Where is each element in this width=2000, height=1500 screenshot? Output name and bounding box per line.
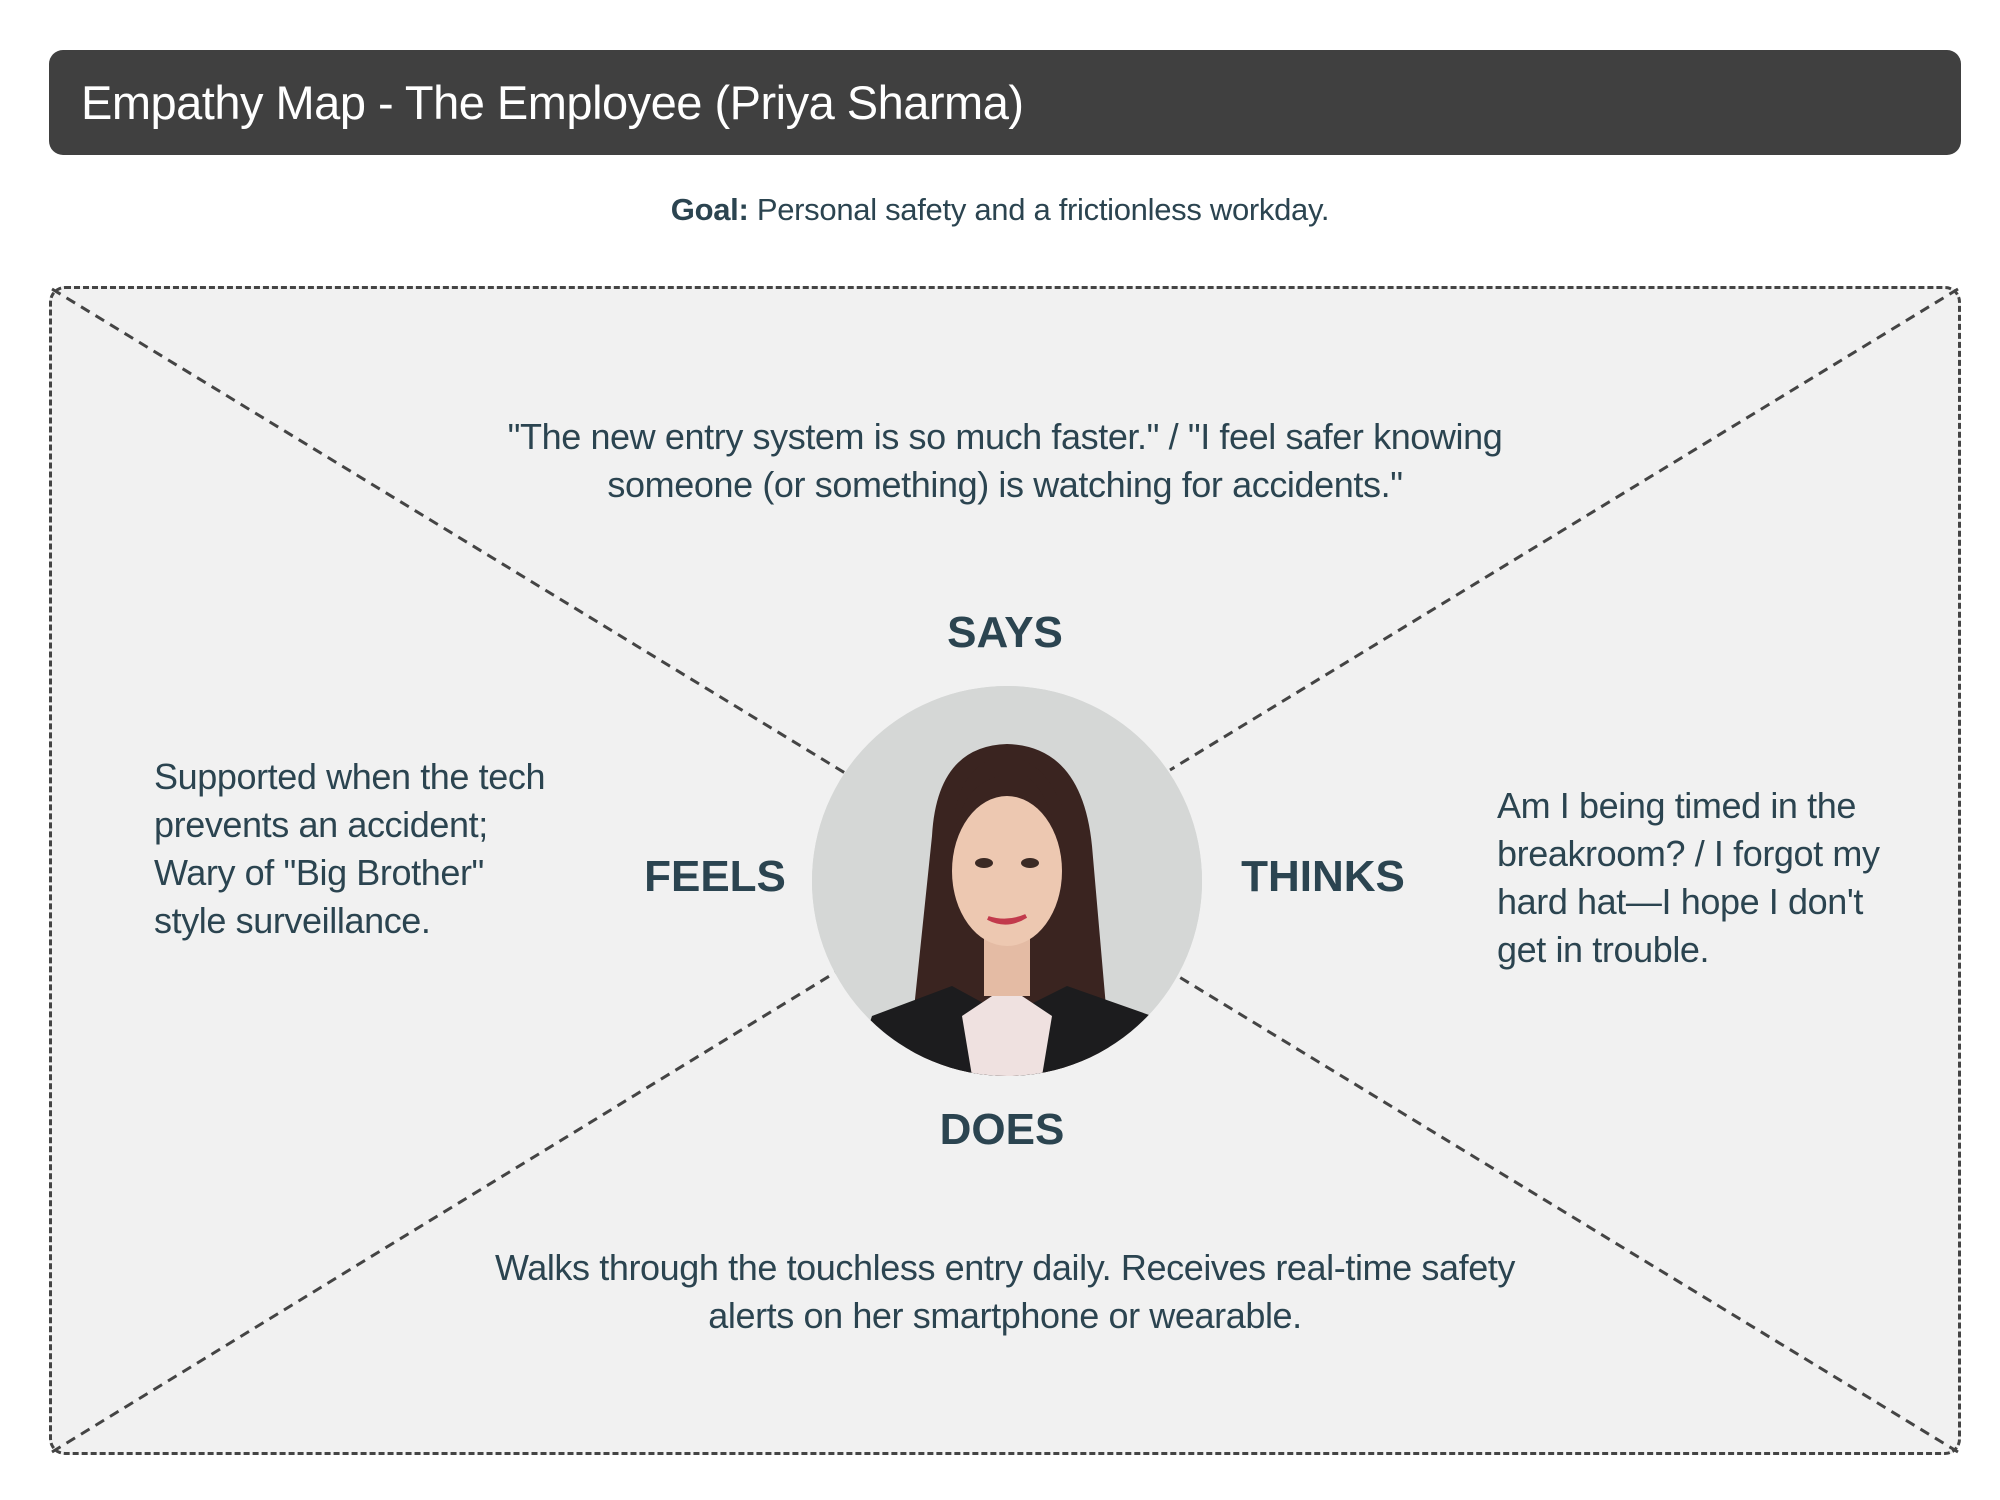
does-text: Walks through the touchless entry daily.… xyxy=(494,1247,1516,1336)
goal-statement: Goal: Personal safety and a frictionless… xyxy=(0,192,2000,228)
title-bar: Empathy Map - The Employee (Priya Sharma… xyxy=(49,50,1961,155)
persona-photo xyxy=(812,686,1202,1076)
thinks-label: THINKS xyxy=(1241,852,1405,901)
goal-label: Goal: xyxy=(670,192,749,227)
divider-bottom-left xyxy=(51,970,837,1454)
page-title: Empathy Map - The Employee (Priya Sharma… xyxy=(81,76,1024,129)
feels-label: FEELS xyxy=(644,852,786,901)
divider-top-right xyxy=(1169,287,1959,772)
thinks-text: Am I being timed in the breakroom? / I f… xyxy=(1497,785,1880,970)
feels-text: Supported when the tech prevents an acci… xyxy=(154,756,546,941)
does-label: DOES xyxy=(939,1105,1065,1154)
says-text: "The new entry system is so much faster.… xyxy=(507,416,1503,505)
goal-text: Personal safety and a frictionless workd… xyxy=(756,192,1330,227)
divider-bottom-right xyxy=(1175,973,1959,1454)
divider-top-left xyxy=(51,287,846,775)
says-label: SAYS xyxy=(947,608,1063,657)
